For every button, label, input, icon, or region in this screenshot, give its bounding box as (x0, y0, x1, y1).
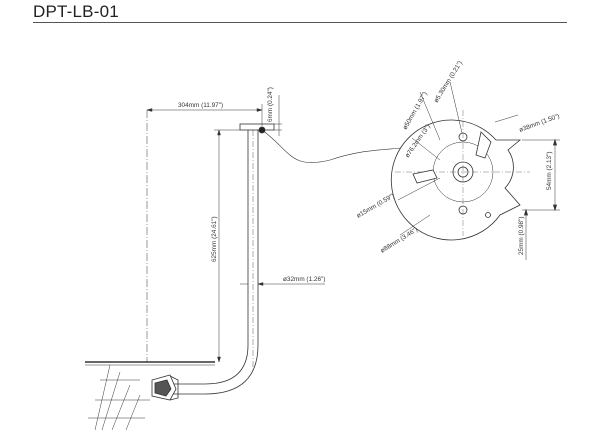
elbow-bend (170, 344, 259, 395)
plate-detail (390, 81, 560, 260)
label-slot-38: ø38mm (1.50") (518, 113, 560, 134)
dim-tube-diameter (240, 282, 325, 286)
dim-arm-height (214, 129, 240, 363)
dim-arm-reach (146, 104, 263, 362)
top-mount-plate (239, 123, 275, 131)
label-arm-height: 625mm (24.61") (211, 216, 218, 262)
label-tube-diameter: ø32mm (1.26") (283, 276, 325, 283)
label-hole-15: ø15mm (0.59") (356, 192, 396, 219)
label-arm-reach: 304mm (11.97") (178, 102, 223, 109)
label-plate-88: ø88mm (3.46") (379, 226, 419, 254)
vertical-tube (247, 130, 259, 370)
page-title: DPT-LB-01 (33, 2, 119, 21)
hatched-structure (88, 364, 150, 431)
dim-plate-thickness (274, 95, 282, 136)
label-edge-offset: 25mm (0.98") (518, 217, 525, 256)
title-divider (33, 22, 567, 23)
label-hole-small: ø5.30mm (0.21") (433, 60, 464, 104)
end-clamp (151, 374, 179, 401)
label-plate-thickness: 6mm (0.24") (267, 87, 274, 122)
detail-leader-curve (261, 129, 403, 163)
label-hole-spacing: 54mm (2.13") (546, 152, 553, 191)
